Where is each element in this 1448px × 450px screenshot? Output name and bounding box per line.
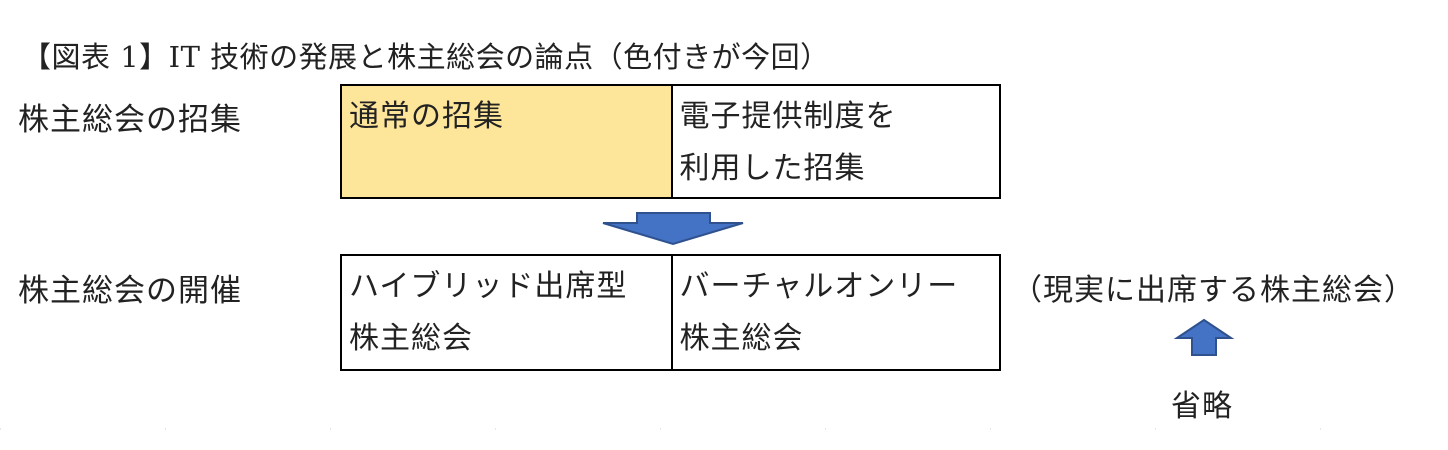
row-label-convocation: 株主総会の招集 [18, 102, 242, 138]
cell-line: 株主総会 [679, 321, 804, 356]
cell-line: 電子提供制度を [679, 99, 897, 134]
down-arrow-icon [602, 212, 744, 246]
row-label-holding: 株主総会の開催 [18, 273, 242, 309]
figure-title: 【図表 1】IT 技術の発展と株主総会の論点（色付きが今回） [22, 40, 830, 74]
cell-line: ハイブリッド出席型 [349, 269, 628, 304]
cell-electronic-provision-convocation: 電子提供制度を 利用した招集 [670, 86, 1000, 197]
cell-line: バーチャルオンリー [679, 269, 959, 304]
down-arrow-shape [602, 212, 744, 246]
holding-table: ハイブリッド出席型 株主総会 バーチャルオンリー 株主総会 [340, 254, 1001, 371]
cell-normal-convocation: 通常の招集 [342, 86, 671, 197]
cell-line: 利用した招集 [679, 151, 866, 186]
cell-virtual-only-meeting: バーチャルオンリー 株主総会 [670, 256, 1000, 369]
cell-hybrid-attendance-meeting: ハイブリッド出席型 株主総会 [342, 256, 671, 369]
convocation-table: 通常の招集 電子提供制度を 利用した招集 [340, 84, 1001, 199]
bottom-dotted-rule [0, 428, 1448, 430]
up-arrow-icon [1174, 318, 1234, 356]
cell-line: 株主総会 [349, 321, 473, 356]
up-arrow-shape [1174, 318, 1234, 356]
cell-line: 通常の招集 [349, 99, 504, 134]
physical-meeting-note: （現実に出席する株主総会） [1012, 273, 1415, 308]
omitted-label: 省略 [1171, 389, 1233, 424]
